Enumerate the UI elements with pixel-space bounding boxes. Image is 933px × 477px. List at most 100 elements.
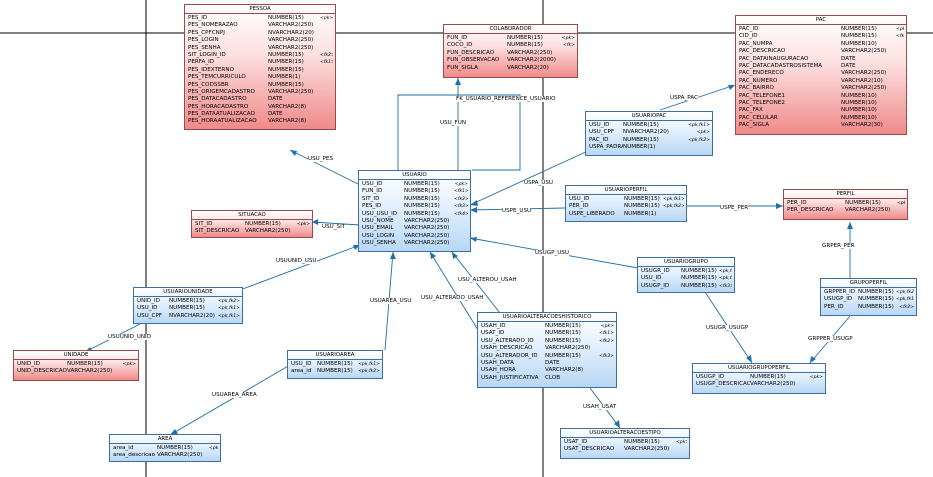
column-type: NUMBER(10) [841, 114, 877, 121]
column-name: USU_LOGIN [362, 232, 395, 239]
entity-area[interactable]: AREAarea_idNUMBER(15)<pk>area_descricaoV… [109, 434, 221, 462]
column-type: NUMBER(15) [623, 122, 659, 128]
column-type: NVARCHAR2(20) [169, 312, 215, 319]
rel-line-usuunid-usu [239, 244, 361, 291]
column-type: NVARCHAR2(20) [623, 129, 669, 136]
column-name: PES_TEMCURRICULO [188, 74, 246, 81]
column-key [454, 225, 468, 232]
rel-label-uspa-pac: USPA_PAC [670, 95, 698, 101]
entity-title: USUARIOALTERACOESTIPO [561, 429, 689, 438]
column-name: PAC_ENDERECO [739, 70, 784, 77]
column-type: NUMBER(15) [841, 26, 877, 32]
column-name: PAC_CELULAR [739, 114, 778, 121]
column-key: <fk> [896, 34, 904, 40]
column-key [320, 89, 333, 96]
rel-label-usugr-usugp: USUGR_USUGP [706, 325, 749, 331]
arrowhead [847, 222, 853, 229]
column-name: USU_ALTERADO_ID [481, 337, 534, 344]
column-key: <fk4> [454, 211, 468, 217]
entity-grupoperfil[interactable]: GRUPOPERFILGRPPER_IDNUMBER(15)<pk,fk2>US… [820, 278, 917, 316]
column-type: VARCHAR2(250) [750, 381, 796, 388]
column-type: VARCHAR2(250) [245, 228, 291, 235]
column-key [896, 85, 904, 92]
column-key [320, 67, 333, 74]
column-type: VARCHAR2(250) [268, 37, 314, 44]
arrowhead [810, 356, 816, 363]
column-name: USUGP_ID [824, 296, 853, 303]
rel-label-usuunid-usu: USUUNID_USU [276, 258, 317, 264]
column-key [454, 233, 468, 240]
column-name: area_id [113, 445, 134, 451]
entity-usuariogrupo[interactable]: USUARIOGRUPOUSUGR_IDNUMBER(15)<pk,fk2>US… [637, 257, 735, 293]
column-key: <pk> [696, 130, 710, 136]
column-key [676, 446, 687, 453]
entity-title: COLABORADOR [444, 25, 577, 34]
arrowhead [614, 420, 620, 428]
column-type: NUMBER(15) [858, 289, 894, 295]
column-key: <pk,fk1> [218, 313, 240, 319]
rel-label-usah-usat: USAH_USAT [583, 404, 617, 410]
column-type: NUMBER(15) [268, 59, 304, 66]
rel-label-grper-per: GRPER_PER [822, 243, 855, 249]
column-key [896, 56, 904, 63]
column-name: USAT_DESCRICAO [564, 446, 615, 453]
column-name: PES_ORIGEMCADASTRO [188, 88, 255, 95]
column-type: NUMBER(15) [681, 282, 717, 289]
entity-columns: PAC_IDNUMBER(15)<pk>CID_IDNUMBER(15)<fk>… [736, 25, 906, 130]
column-name: USU_USU_ID [362, 210, 398, 217]
column-type: VARCHAR2(250) [845, 207, 891, 214]
column-name: USAH_DATA [481, 359, 514, 366]
rel-line-usu-alterado-usah [429, 251, 479, 331]
column-name: PES_NOMERAZAO [188, 22, 238, 29]
column-name: USU_ID [589, 122, 610, 128]
rel-label-usu-fun: USU_FUN [440, 120, 467, 126]
entity-title: USUARIOGRUPO [638, 258, 734, 267]
column-type: NUMBER(10) [841, 99, 877, 106]
column-name: USUGP_ID [696, 374, 725, 380]
column-type: NUMBER(15) [845, 200, 881, 206]
column-name: PES_ID [362, 203, 382, 210]
entity-pac[interactable]: PACPAC_IDNUMBER(15)<pk>CID_IDNUMBER(15)<… [735, 15, 907, 135]
arrowhead [728, 85, 735, 90]
column-name: PES_HORAATUALIZACAO [188, 118, 257, 125]
column-name: SIT_ID [195, 221, 213, 227]
column-type: NUMBER(15) [268, 15, 304, 21]
column-type: NUMBER(15) [624, 203, 660, 210]
column-key: <pk> [297, 222, 310, 227]
arrowhead [290, 150, 297, 156]
column-key: <pk,fk2> [663, 204, 684, 210]
entity-title: PESSOA [185, 5, 335, 14]
entity-perfil[interactable]: PERFILPER_IDNUMBER(15)<pk>PER_DESCRICAOV… [783, 189, 908, 220]
column-key [897, 207, 905, 214]
column-type: NUMBER(15) [404, 210, 440, 217]
column-key: <pk> [122, 362, 136, 367]
column-name: PER_ID [569, 203, 589, 210]
column-type: VARCHAR2(250) [157, 452, 203, 459]
column-type: VARCHAR2(20) [507, 64, 549, 71]
